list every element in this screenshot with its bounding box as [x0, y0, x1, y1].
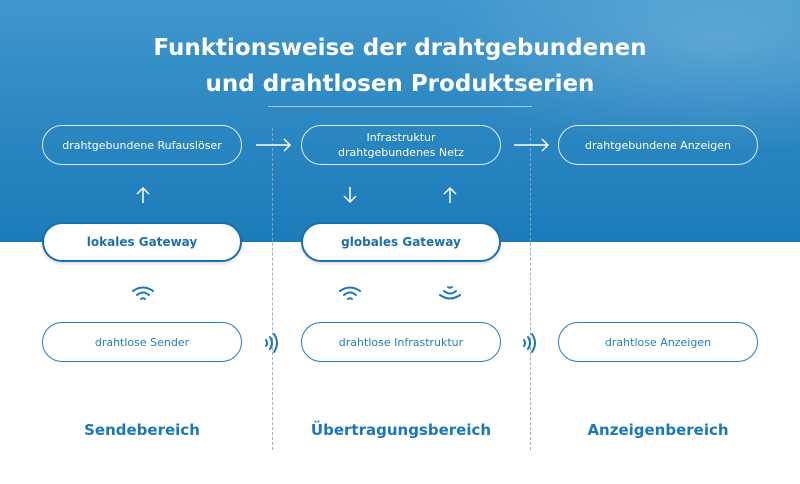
title-line-1: Funktionsweise der drahtgebundenen: [153, 35, 647, 61]
signal-waves-icon: [265, 333, 278, 353]
arrow-right-icon: [256, 138, 292, 152]
wired-call-triggers-box: drahtgebundene Rufauslöser: [42, 125, 242, 165]
wireless-displays-box: drahtlose Anzeigen: [558, 322, 758, 362]
signal-waves-icon: [523, 333, 536, 353]
wireless-transmitters-label: drahtlose Sender: [94, 335, 190, 349]
section-label-display: Anzeigenbereich: [587, 421, 729, 439]
section-divider-left: [272, 128, 273, 450]
title-divider: [268, 106, 532, 107]
wireless-infrastructure-label: drahtlose Infrastruktur: [338, 335, 464, 349]
infrastructure-label-line-1: Infrastruktur: [366, 131, 436, 144]
global-gateway-box: globales Gateway: [301, 222, 501, 262]
global-gateway-label: globales Gateway: [341, 234, 461, 249]
section-label-transmission: Übertragungsbereich: [310, 421, 492, 439]
diagram-title: Funktionsweise der drahtgebundenen und d…: [0, 30, 800, 102]
wireless-transmitters-box: drahtlose Sender: [42, 322, 242, 362]
arrow-down-icon: [343, 187, 357, 204]
wireless-infrastructure-box: drahtlose Infrastruktur: [301, 322, 501, 362]
section-divider-right: [530, 128, 531, 450]
wifi-receive-icon: [439, 286, 461, 300]
arrow-up-icon: [443, 186, 457, 203]
wired-infrastructure-box: Infrastruktur drahtgebundenes Netz: [301, 125, 501, 165]
local-gateway-label: lokales Gateway: [86, 234, 198, 249]
wired-call-triggers-label: drahtgebundene Rufauslöser: [62, 138, 222, 152]
infrastructure-label-line-2: drahtgebundenes Netz: [337, 146, 464, 159]
wired-displays-label: drahtgebundene Anzeigen: [584, 138, 731, 152]
title-line-2: und drahtlosen Produktserien: [205, 71, 595, 97]
wifi-icon: [339, 286, 361, 300]
header-background: [0, 0, 800, 242]
arrow-up-icon: [136, 186, 150, 203]
wifi-icon: [132, 286, 154, 300]
section-label-send: Sendebereich: [84, 421, 200, 439]
arrow-right-icon: [514, 138, 550, 152]
wired-displays-box: drahtgebundene Anzeigen: [558, 125, 758, 165]
local-gateway-box: lokales Gateway: [42, 222, 242, 262]
wireless-displays-label: drahtlose Anzeigen: [604, 335, 712, 349]
